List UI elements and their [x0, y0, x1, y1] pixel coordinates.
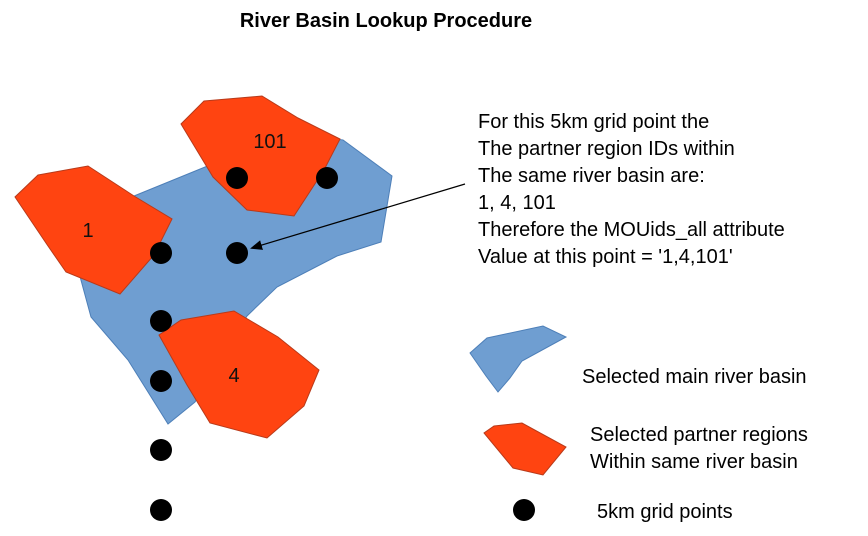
annotation-line-4: 1, 4, 101 [478, 192, 556, 214]
grid-point-highlighted [226, 242, 248, 264]
annotation-line-5: Therefore the MOUids_all attribute [478, 219, 785, 241]
annotation-line-3: The same river basin are: [478, 165, 705, 187]
grid-point [150, 499, 172, 521]
diagram-title: River Basin Lookup Procedure [240, 10, 532, 32]
partner-region-1 [14, 165, 173, 295]
grid-point [150, 370, 172, 392]
region-label-4: 4 [228, 365, 239, 387]
partner-region-101 [180, 95, 341, 217]
region-label-101: 101 [253, 131, 286, 153]
annotation-arrow [250, 183, 466, 250]
legend-partner-label-line-2: Within same river basin [590, 451, 798, 473]
grid-point [150, 310, 172, 332]
legend-partner-label-line-1: Selected partner regions [590, 424, 808, 446]
legend-points-label: 5km grid points [597, 501, 733, 523]
annotation-line-6: Value at this point = '1,4,101' [478, 246, 733, 268]
legend-point-swatch [513, 499, 535, 521]
annotation-text: For this 5km grid point the The partner … [478, 111, 785, 268]
grid-point [316, 167, 338, 189]
legend-basin-swatch [469, 325, 568, 393]
annotation-line-1: For this 5km grid point the [478, 111, 709, 133]
grid-point [150, 242, 172, 264]
grid-point [226, 167, 248, 189]
partner-region-4 [158, 310, 320, 439]
legend-basin-label: Selected main river basin [582, 366, 807, 388]
legend-partner-swatch [483, 422, 567, 476]
grid-point [150, 439, 172, 461]
legend: Selected main river basin Selected partn… [469, 325, 808, 523]
region-label-1: 1 [82, 220, 93, 242]
annotation-line-2: The partner region IDs within [478, 138, 735, 160]
